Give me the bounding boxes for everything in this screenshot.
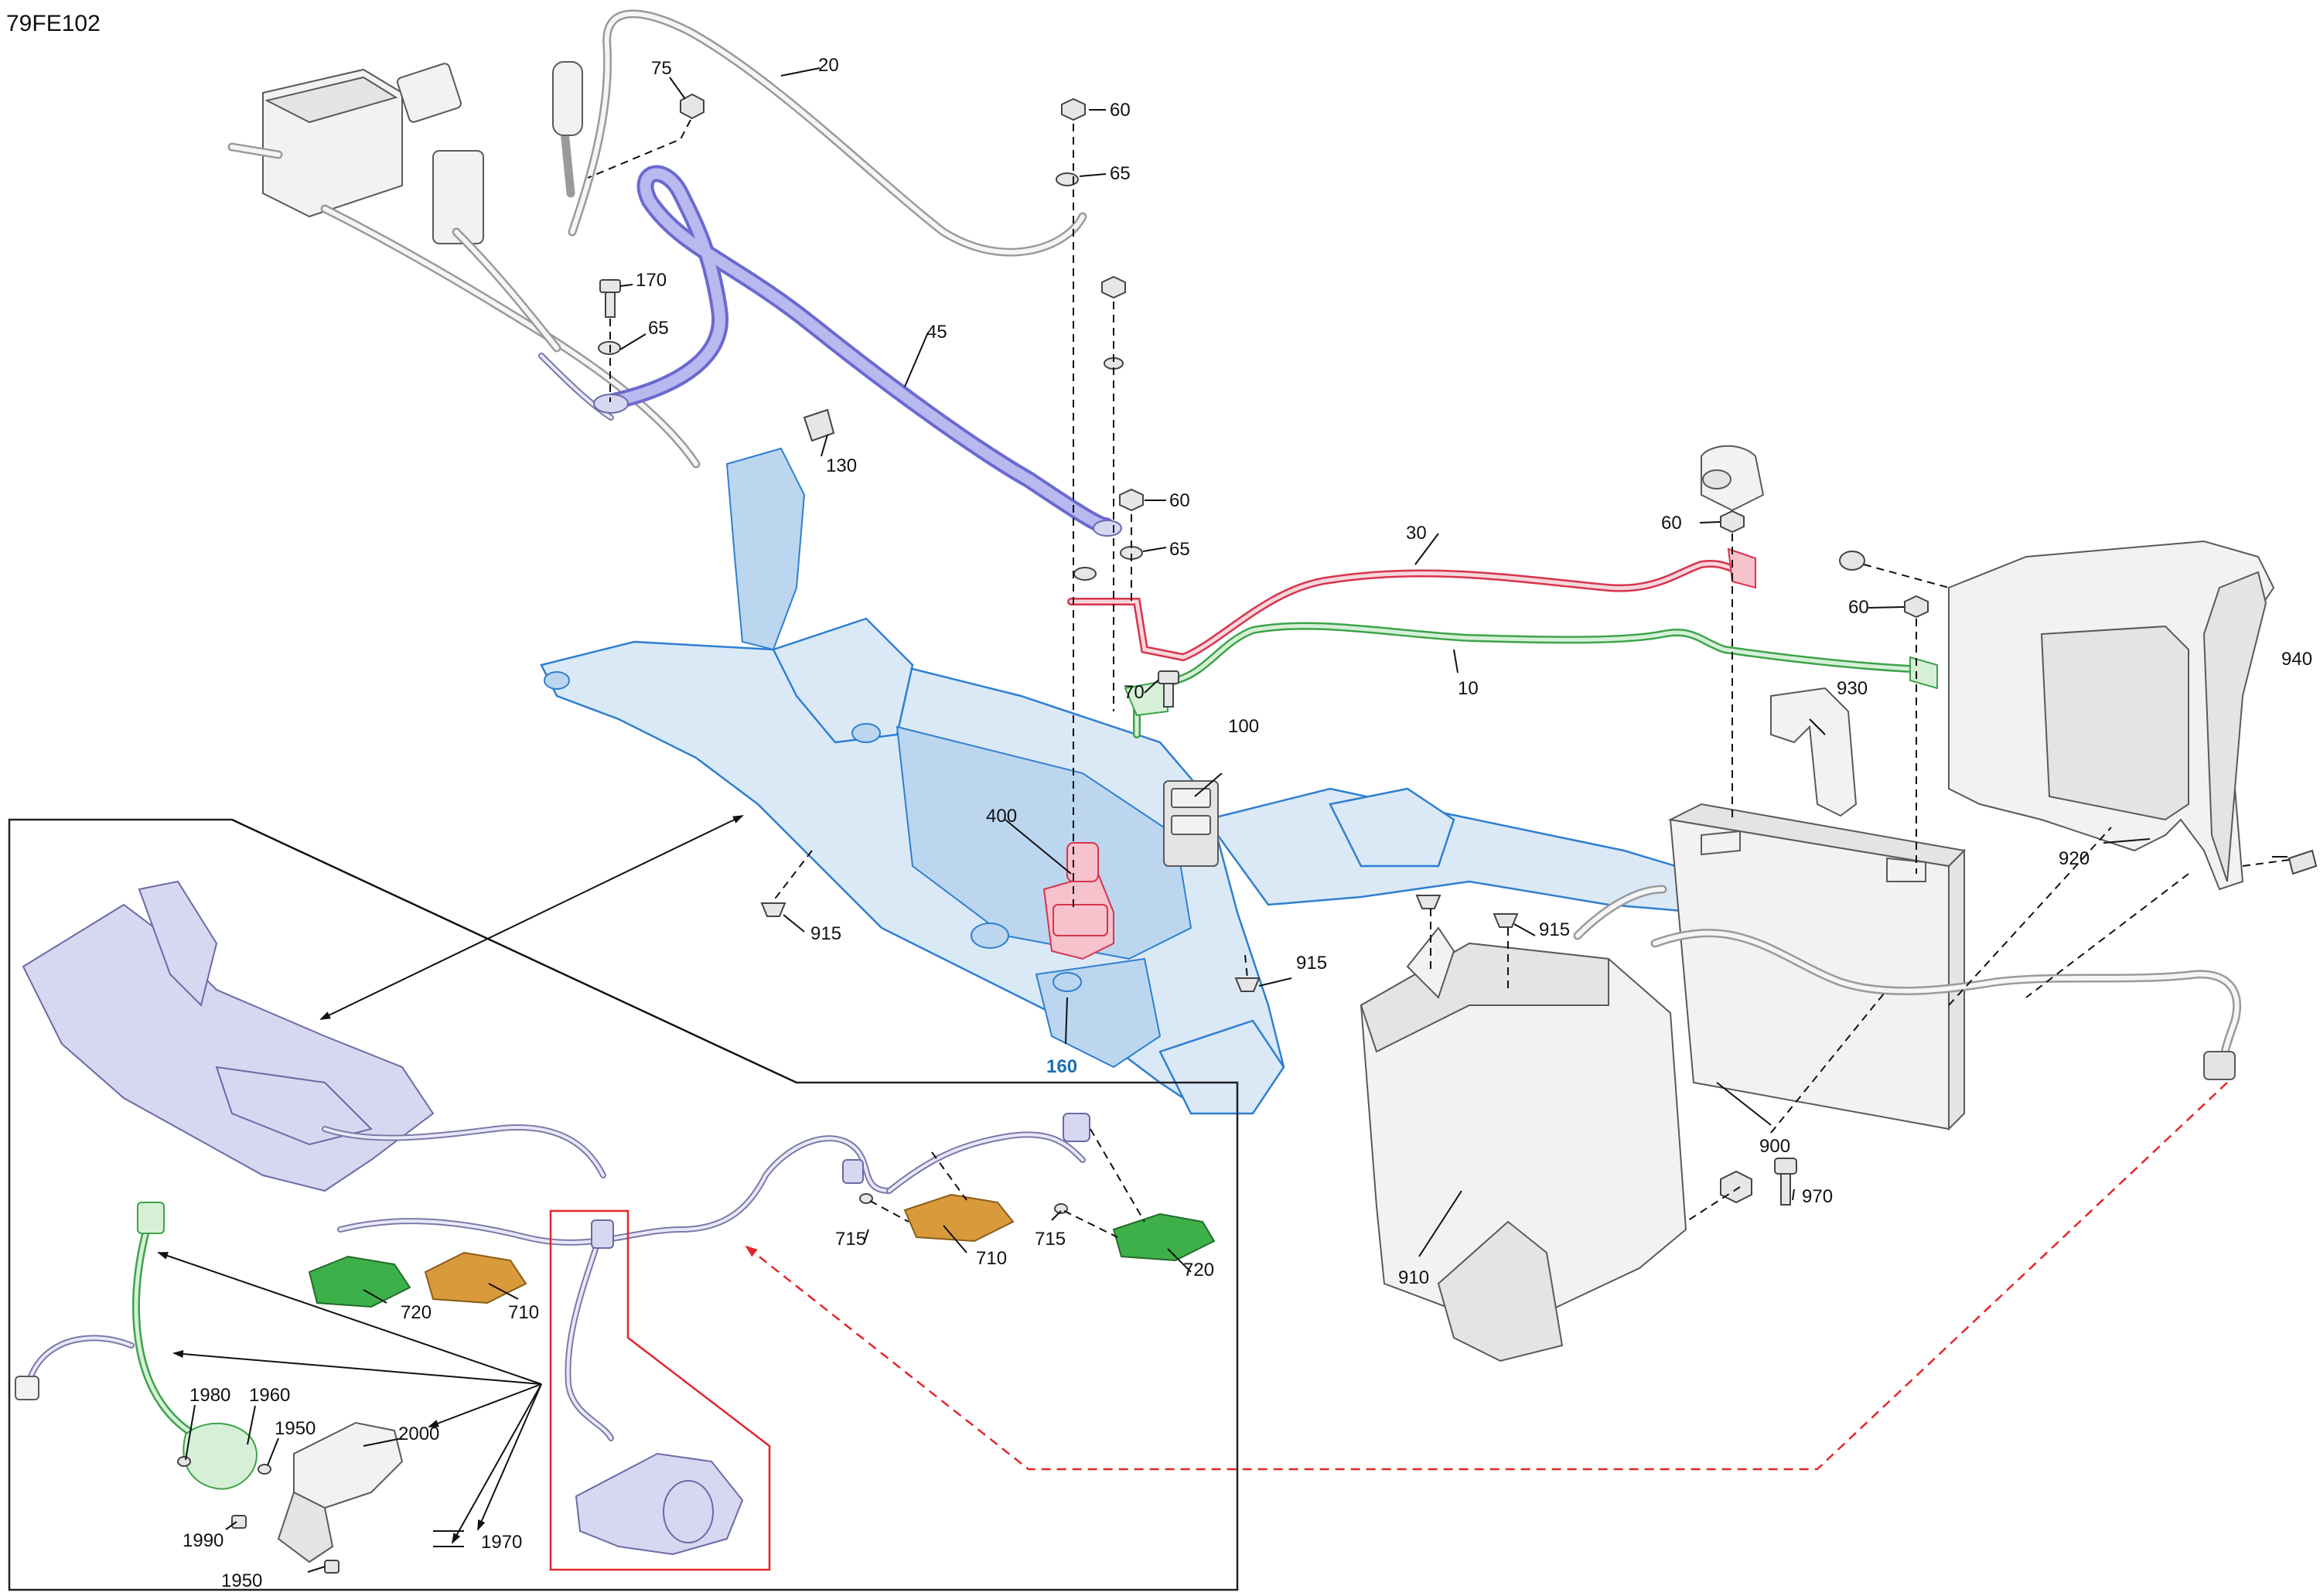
- callout-60: 60: [1661, 513, 1682, 534]
- callout-970: 970: [1802, 1186, 1833, 1207]
- callout-915: 915: [1296, 953, 1327, 974]
- callout-130: 130: [826, 455, 857, 476]
- callout-720: 720: [401, 1302, 432, 1323]
- callout-10: 10: [1458, 678, 1479, 699]
- callout-70: 70: [1124, 682, 1145, 703]
- callout-400: 400: [986, 806, 1017, 827]
- callout-160: 160: [1046, 1056, 1077, 1077]
- battery-tray-frame-160: [540, 447, 1703, 1115]
- callout-60: 60: [1848, 597, 1869, 618]
- callout-915: 915: [1539, 919, 1570, 940]
- fuse-box-harness: [227, 63, 701, 469]
- callout-1960: 1960: [249, 1385, 290, 1406]
- callout-915: 915: [810, 923, 841, 944]
- callout-710: 710: [508, 1302, 539, 1323]
- callout-1950: 1950: [221, 1570, 262, 1591]
- cable-10: [1124, 622, 1938, 738]
- callout-930: 930: [1837, 678, 1868, 699]
- callout-65: 65: [1169, 539, 1190, 560]
- assembly-lines: [587, 119, 2290, 1223]
- callout-labels: 20 75 60 65 170 65 45 130 60 65 30 60 60…: [183, 55, 2312, 1591]
- inset-arrow: [319, 815, 744, 1020]
- cable-30: [1067, 547, 1756, 662]
- callout-1990: 1990: [183, 1530, 223, 1551]
- callout-100: 100: [1228, 716, 1259, 737]
- callout-20: 20: [818, 55, 839, 76]
- callout-60: 60: [1169, 490, 1190, 511]
- relay-400: [1042, 842, 1114, 960]
- battery-900: [1667, 803, 1967, 1131]
- callout-920: 920: [2059, 848, 2090, 869]
- callout-715: 715: [835, 1229, 866, 1250]
- callout-leaders: [185, 67, 2288, 1573]
- connector-100: [1163, 780, 1219, 867]
- callout-1980: 1980: [189, 1385, 230, 1406]
- callout-170: 170: [636, 270, 667, 291]
- callout-1950: 1950: [275, 1418, 316, 1439]
- cable-45: [593, 165, 1122, 537]
- red-pointer: [745, 1082, 2228, 1471]
- callout-30: 30: [1406, 523, 1427, 544]
- cable-20: [552, 9, 1087, 257]
- callout-940: 940: [2281, 649, 2312, 670]
- terminal-cap: [1701, 445, 1765, 512]
- callout-710: 710: [976, 1248, 1007, 1269]
- callout-900: 900: [1759, 1136, 1790, 1157]
- callout-45: 45: [926, 322, 947, 343]
- callout-65: 65: [1110, 163, 1131, 184]
- callout-720: 720: [1183, 1260, 1214, 1281]
- callout-2000: 2000: [398, 1424, 439, 1444]
- callout-75: 75: [651, 58, 672, 79]
- diagram-id: 79FE102: [6, 11, 101, 36]
- callout-60: 60: [1110, 100, 1131, 121]
- heat-shield-920: [1948, 540, 2275, 891]
- hardware: [598, 93, 2318, 1206]
- callout-1970: 1970: [481, 1532, 522, 1553]
- callout-910: 910: [1398, 1267, 1429, 1288]
- strap-930: [1770, 687, 1858, 817]
- callout-715: 715: [1035, 1229, 1066, 1250]
- battery-box-910: [1360, 926, 1687, 1362]
- right-harness: [1573, 885, 2242, 1080]
- callout-65: 65: [648, 318, 669, 339]
